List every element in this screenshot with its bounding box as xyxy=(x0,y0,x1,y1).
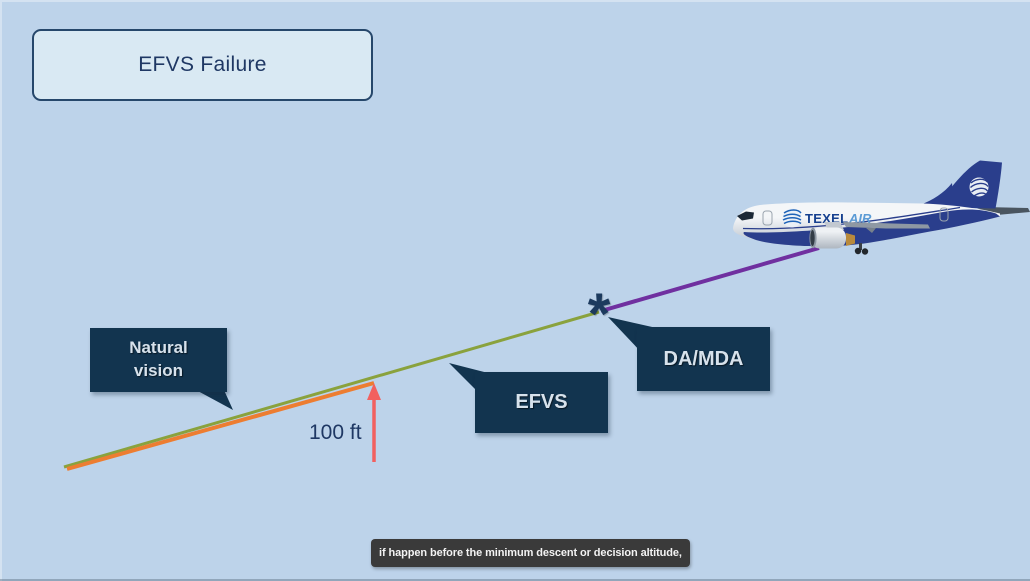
callout-natural-vision: Natural vision xyxy=(90,328,227,392)
wing-flap-fairing xyxy=(866,228,876,233)
slide-title: EFVS Failure xyxy=(138,53,267,76)
efvs-segment-line xyxy=(63,310,600,469)
natural-vision-label-line1: Natural xyxy=(129,338,188,358)
cockpit-windows xyxy=(737,211,754,221)
engine-intake-core xyxy=(810,230,815,246)
aircraft-illustration: TEXEL AIR xyxy=(718,150,1030,270)
main-gear-strut xyxy=(859,243,862,250)
efvs-label: EFVS xyxy=(515,391,568,413)
altitude-arrowhead xyxy=(367,383,381,400)
brand-globe-swirl xyxy=(782,209,802,225)
da-mda-marker: * xyxy=(587,282,611,347)
caption-bar: if happen before the minimum descent or … xyxy=(371,539,690,567)
main-gear-wheel xyxy=(861,248,869,255)
slide-title-box: EFVS Failure xyxy=(32,29,373,101)
natural-vision-label-line2: vision xyxy=(133,361,184,380)
air-logo-text: AIR xyxy=(848,211,872,226)
tail-logo-swirl xyxy=(970,178,989,197)
caption-text: if happen before the minimum descent or … xyxy=(379,547,682,559)
after-da-segment-line xyxy=(600,246,820,313)
front-cargo-door xyxy=(762,210,773,226)
callout-da-mda: DA/MDA xyxy=(637,327,770,391)
main-gear-wheel xyxy=(854,247,862,255)
callout-efvs: EFVS xyxy=(475,372,608,433)
aircraft-tail-fin xyxy=(937,160,1002,209)
rear-door xyxy=(939,207,949,222)
engine-exhaust xyxy=(846,233,855,246)
natural-vision-callout-tail xyxy=(196,390,233,410)
da-mda-label: DA/MDA xyxy=(663,347,744,370)
aircraft-engine xyxy=(810,227,846,249)
natural-vision-segment-line xyxy=(66,381,375,471)
aircraft-wing xyxy=(843,222,930,229)
tail-logo xyxy=(969,177,989,197)
aircraft-dorsal-fairing xyxy=(920,183,954,206)
altitude-label: 100 ft xyxy=(309,421,362,444)
